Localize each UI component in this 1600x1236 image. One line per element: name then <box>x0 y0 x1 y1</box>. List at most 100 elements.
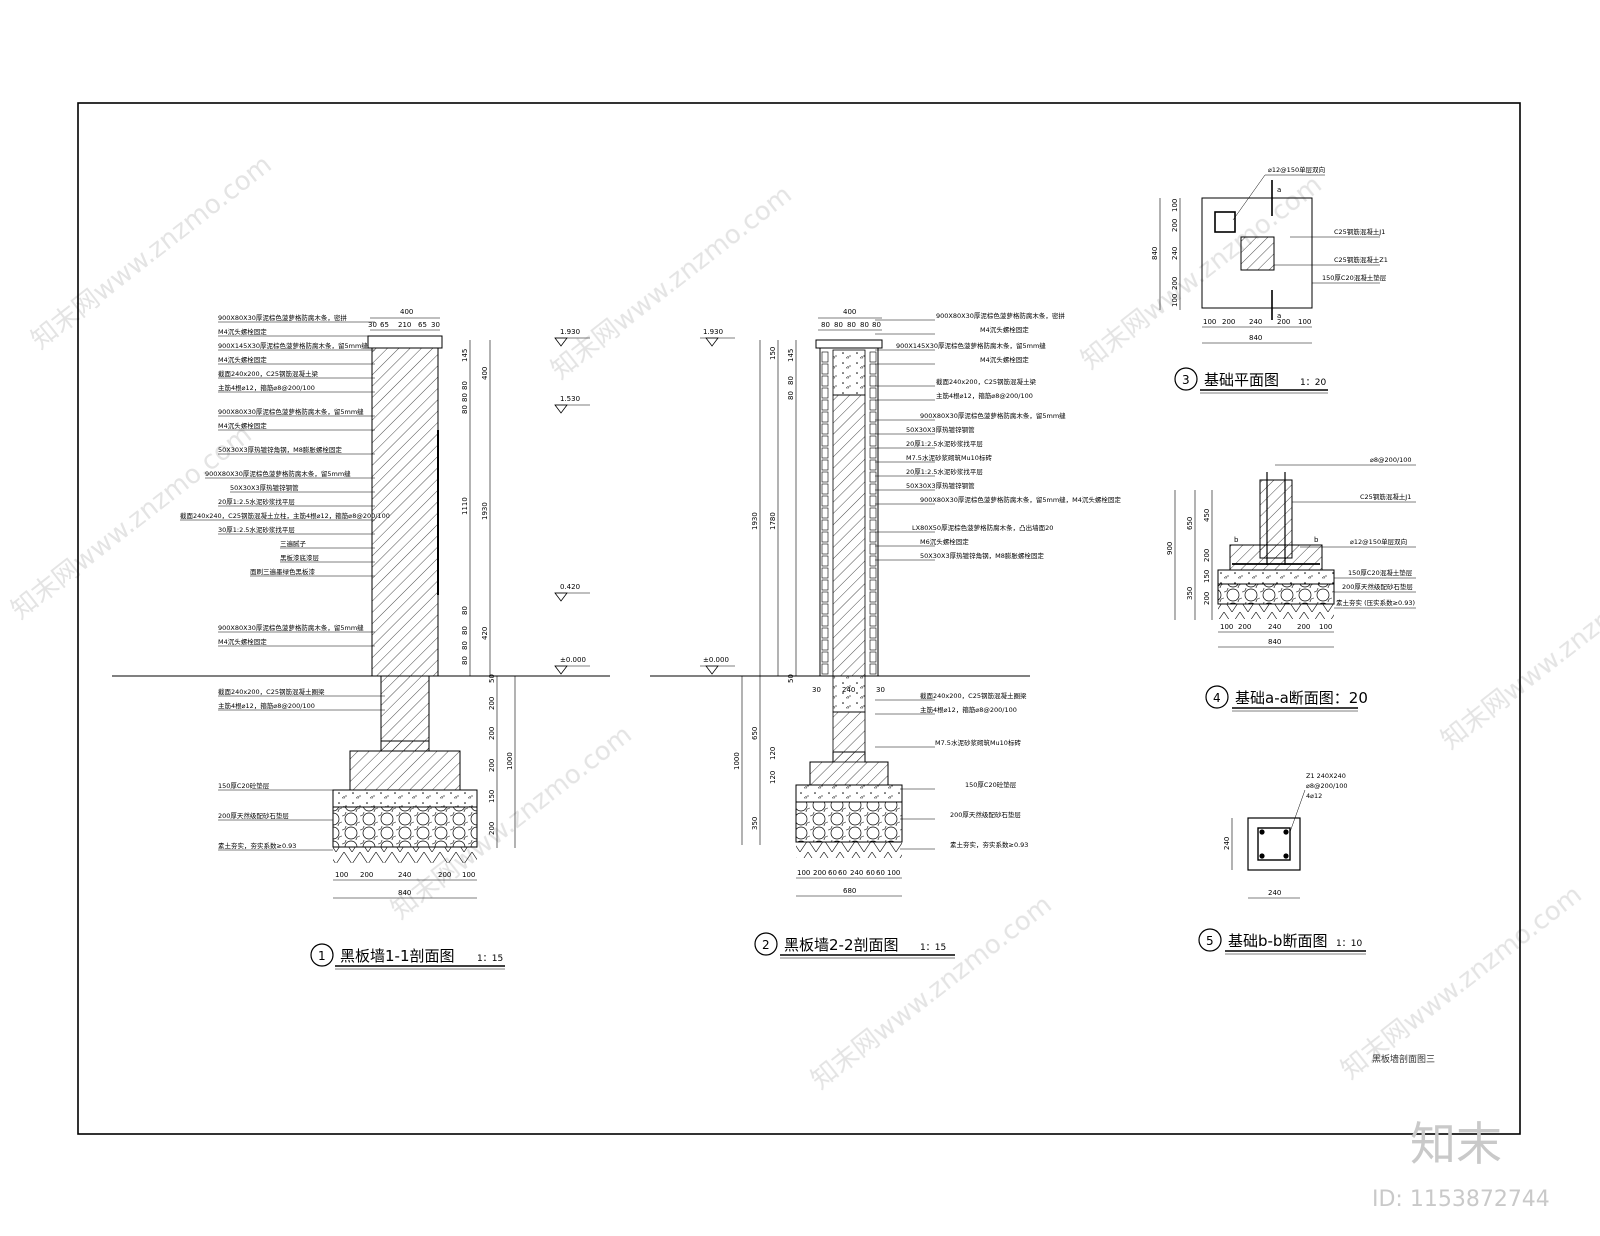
view-3-foundation-plan: a a 100 200 240 200 100 840 100 200 240 … <box>1151 165 1388 394</box>
annotation-label: LX80X50厚泥棕色菠萝格防腐木条，凸出墙面20 <box>912 523 1053 532</box>
wood-slat <box>869 591 877 603</box>
annotation-label: M4沉头螺栓固定 <box>980 325 1029 334</box>
dim-bottom: 200 <box>1297 623 1310 631</box>
wood-slat <box>869 651 877 663</box>
wood-slat <box>821 459 829 471</box>
dim-left: 650 <box>751 727 759 740</box>
wood-slat <box>869 483 877 495</box>
annotation-label: 主筋4根⌀12，箍筋⌀8@200/100 <box>920 705 1017 714</box>
watermark: 知末网www.znzmo.com <box>1436 550 1600 756</box>
dim-left: 650 <box>1186 517 1194 530</box>
dim-found: 1000 <box>506 752 514 770</box>
wood-slat <box>869 363 877 375</box>
annotation-label: M4沉头螺栓固定 <box>218 327 267 336</box>
dim-right: 1930 <box>481 502 489 520</box>
annotation-label: M4沉头螺栓固定 <box>218 421 267 430</box>
wood-slat <box>821 615 829 627</box>
wood-slat <box>821 543 829 555</box>
dim-right: 80 <box>461 381 469 390</box>
view-title: 黑板墙2-2剖面图 <box>784 936 899 954</box>
level-marks: 1.930 ±0.000 <box>700 328 735 675</box>
dim-bottom: 100 <box>1298 318 1311 326</box>
wood-slat <box>821 627 829 639</box>
dim-found: 200 <box>488 727 496 740</box>
view-scale: 1：20 <box>1300 378 1326 388</box>
dim-bottom: 100 <box>887 869 900 877</box>
view-number: 3 <box>1182 373 1190 387</box>
rebar <box>1283 853 1289 859</box>
wood-slat <box>869 507 877 519</box>
dim-right: 145 <box>461 349 469 362</box>
dim-left: 350 <box>1186 587 1194 600</box>
view-number: 1 <box>318 949 326 963</box>
wood-slat <box>869 495 877 507</box>
dim-left: 450 <box>1203 509 1211 522</box>
annotation-label: 20厚1:2.5水泥砂浆找平层 <box>218 497 295 506</box>
annotation-label: 截面240x200，C25钢筋混凝土圈梁 <box>218 687 325 696</box>
annotation-label: 200厚天然级配砂石垫层 <box>950 810 1021 819</box>
dim-small: 240 <box>842 686 855 694</box>
dim-inner: 50 <box>787 674 795 683</box>
annotation-label: 截面240x200，C25钢筋混凝土梁 <box>936 377 1036 386</box>
section-mark: b <box>1234 536 1239 544</box>
brick-core <box>832 394 866 677</box>
dim-top: 80 <box>834 321 843 329</box>
gravel-bed <box>795 801 903 843</box>
annotation-label: 50X30X3厚热镀锌钢管 <box>906 425 975 434</box>
dim-bottom: 200 <box>438 871 451 879</box>
rebar <box>1259 829 1265 835</box>
level-zero: ±0.000 <box>703 656 729 664</box>
view-number-circle <box>1198 928 1222 952</box>
dim-top: 210 <box>398 321 411 329</box>
gravel-bed <box>332 806 478 848</box>
wood-slat <box>821 435 829 447</box>
annotation-label: 截面240x200，C25钢筋混凝土梁 <box>218 369 318 378</box>
wood-slat <box>821 579 829 591</box>
view-1-labels: 900X80X30厚泥棕色菠萝格防腐木条，密拼M4沉头螺栓固定900X145X3… <box>180 313 390 851</box>
dim-found: 200 <box>488 822 496 835</box>
dim-left: 200 <box>1203 592 1211 605</box>
wood-slat <box>821 351 829 363</box>
dim-bottom: 200 <box>1222 318 1235 326</box>
level-top: 1.930 <box>560 328 580 336</box>
wood-slat <box>821 531 829 543</box>
annotation-label: 900X80X30厚泥棕色菠萝格防腐木条，留5mm缝 <box>205 469 351 478</box>
column-outline <box>1247 817 1301 871</box>
dim-top: 65 <box>380 321 389 329</box>
soil <box>1218 604 1334 619</box>
dim-bottom: 200 <box>360 871 373 879</box>
wood-slat <box>869 519 877 531</box>
dim-top: 80 <box>860 321 869 329</box>
dim-bottom: 60 <box>838 869 847 877</box>
label: ⌀12@150单层双向 <box>1350 537 1407 546</box>
rebar-grid <box>1214 211 1236 233</box>
wood-slat <box>821 651 829 663</box>
annotation-label: 900X145X30厚泥棕色菠萝格防腐木条，留5mm缝 <box>218 341 368 350</box>
wood-slat <box>821 663 829 675</box>
dim-top: 65 <box>418 321 427 329</box>
wood-slat <box>869 627 877 639</box>
wood-slat <box>869 579 877 591</box>
annotation-label: 素土夯实，夯实系数≥0.93 <box>950 840 1028 849</box>
label: ⌀8@200/100 <box>1306 782 1348 790</box>
view-2-labels: 900X80X30厚泥棕色菠萝格防腐木条，密拼M4沉头螺栓固定900X145X3… <box>875 311 1121 850</box>
wood-slat <box>869 411 877 423</box>
plinth <box>380 675 430 752</box>
concrete-bed <box>1217 569 1335 585</box>
dim-bottom: 60 <box>866 869 875 877</box>
annotation-label: M7.5水泥砂浆砌筑Mu10标砖 <box>935 738 1021 747</box>
dim-bottom: 680 <box>843 887 856 895</box>
dim-bottom: 100 <box>1203 318 1216 326</box>
wood-slat <box>869 447 877 459</box>
dim-found: 200 <box>488 697 496 710</box>
wood-slat <box>821 639 829 651</box>
view-scale: 1：15 <box>477 954 503 964</box>
wall-cap <box>367 335 443 349</box>
dim-right: 80 <box>461 626 469 635</box>
dim-bottom: 240 <box>1249 318 1262 326</box>
dim-right: 400 <box>481 367 489 380</box>
wood-slat <box>869 351 877 363</box>
dim-left: 120 <box>769 747 777 760</box>
annotation-label: 900X80X30厚泥棕色菠萝格防腐木条，留5mm缝 <box>218 407 364 416</box>
